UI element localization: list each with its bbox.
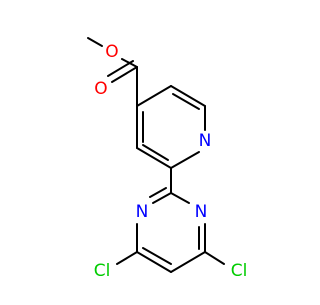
bond-pyr-c5-c6-inner	[172, 93, 200, 110]
bonds	[87, 37, 225, 273]
atom-o-carbonyl: O	[94, 79, 107, 99]
bond-pyr-c2-c3-inner	[142, 144, 169, 161]
bond-pym-c2-n3	[170, 192, 190, 204]
bond-carbonyl-double-b	[107, 60, 134, 77]
atom-cl-left: Cl	[94, 261, 111, 281]
bond-pyr-c4-c5	[136, 85, 172, 107]
atom-cl-right: Cl	[231, 261, 248, 281]
bond-carbonyl-double-a	[111, 66, 138, 83]
bond-pyr-c2-c3	[136, 147, 172, 169]
bond-c4-cl	[204, 251, 225, 265]
bond-pym-c5-c4	[170, 251, 206, 273]
bond-pyr-n-c2	[170, 151, 200, 169]
atom-n-pyridine: N	[199, 131, 212, 151]
atom-n-pyrimidine-left: N	[136, 202, 149, 222]
atom-n-pyrimidine-right: N	[195, 202, 208, 222]
bond-pyr-c5-c6	[170, 85, 206, 107]
bond-pym-c2-n1-inner	[149, 187, 167, 198]
bond-pym-c6-c5	[136, 251, 172, 273]
bond-pym-c6-c5-inner	[142, 247, 172, 265]
structure-canvas: O O N N N Cl Cl	[87, 37, 248, 281]
bond-methyl-o	[87, 37, 103, 47]
atom-labels: O O N N N Cl Cl	[94, 42, 248, 281]
atom-o-ether: O	[105, 42, 118, 62]
bond-c6-cl	[116, 251, 138, 265]
molecule-drawing: O O N N N Cl Cl	[87, 37, 248, 281]
bond-pym-c2-n1	[152, 192, 172, 204]
